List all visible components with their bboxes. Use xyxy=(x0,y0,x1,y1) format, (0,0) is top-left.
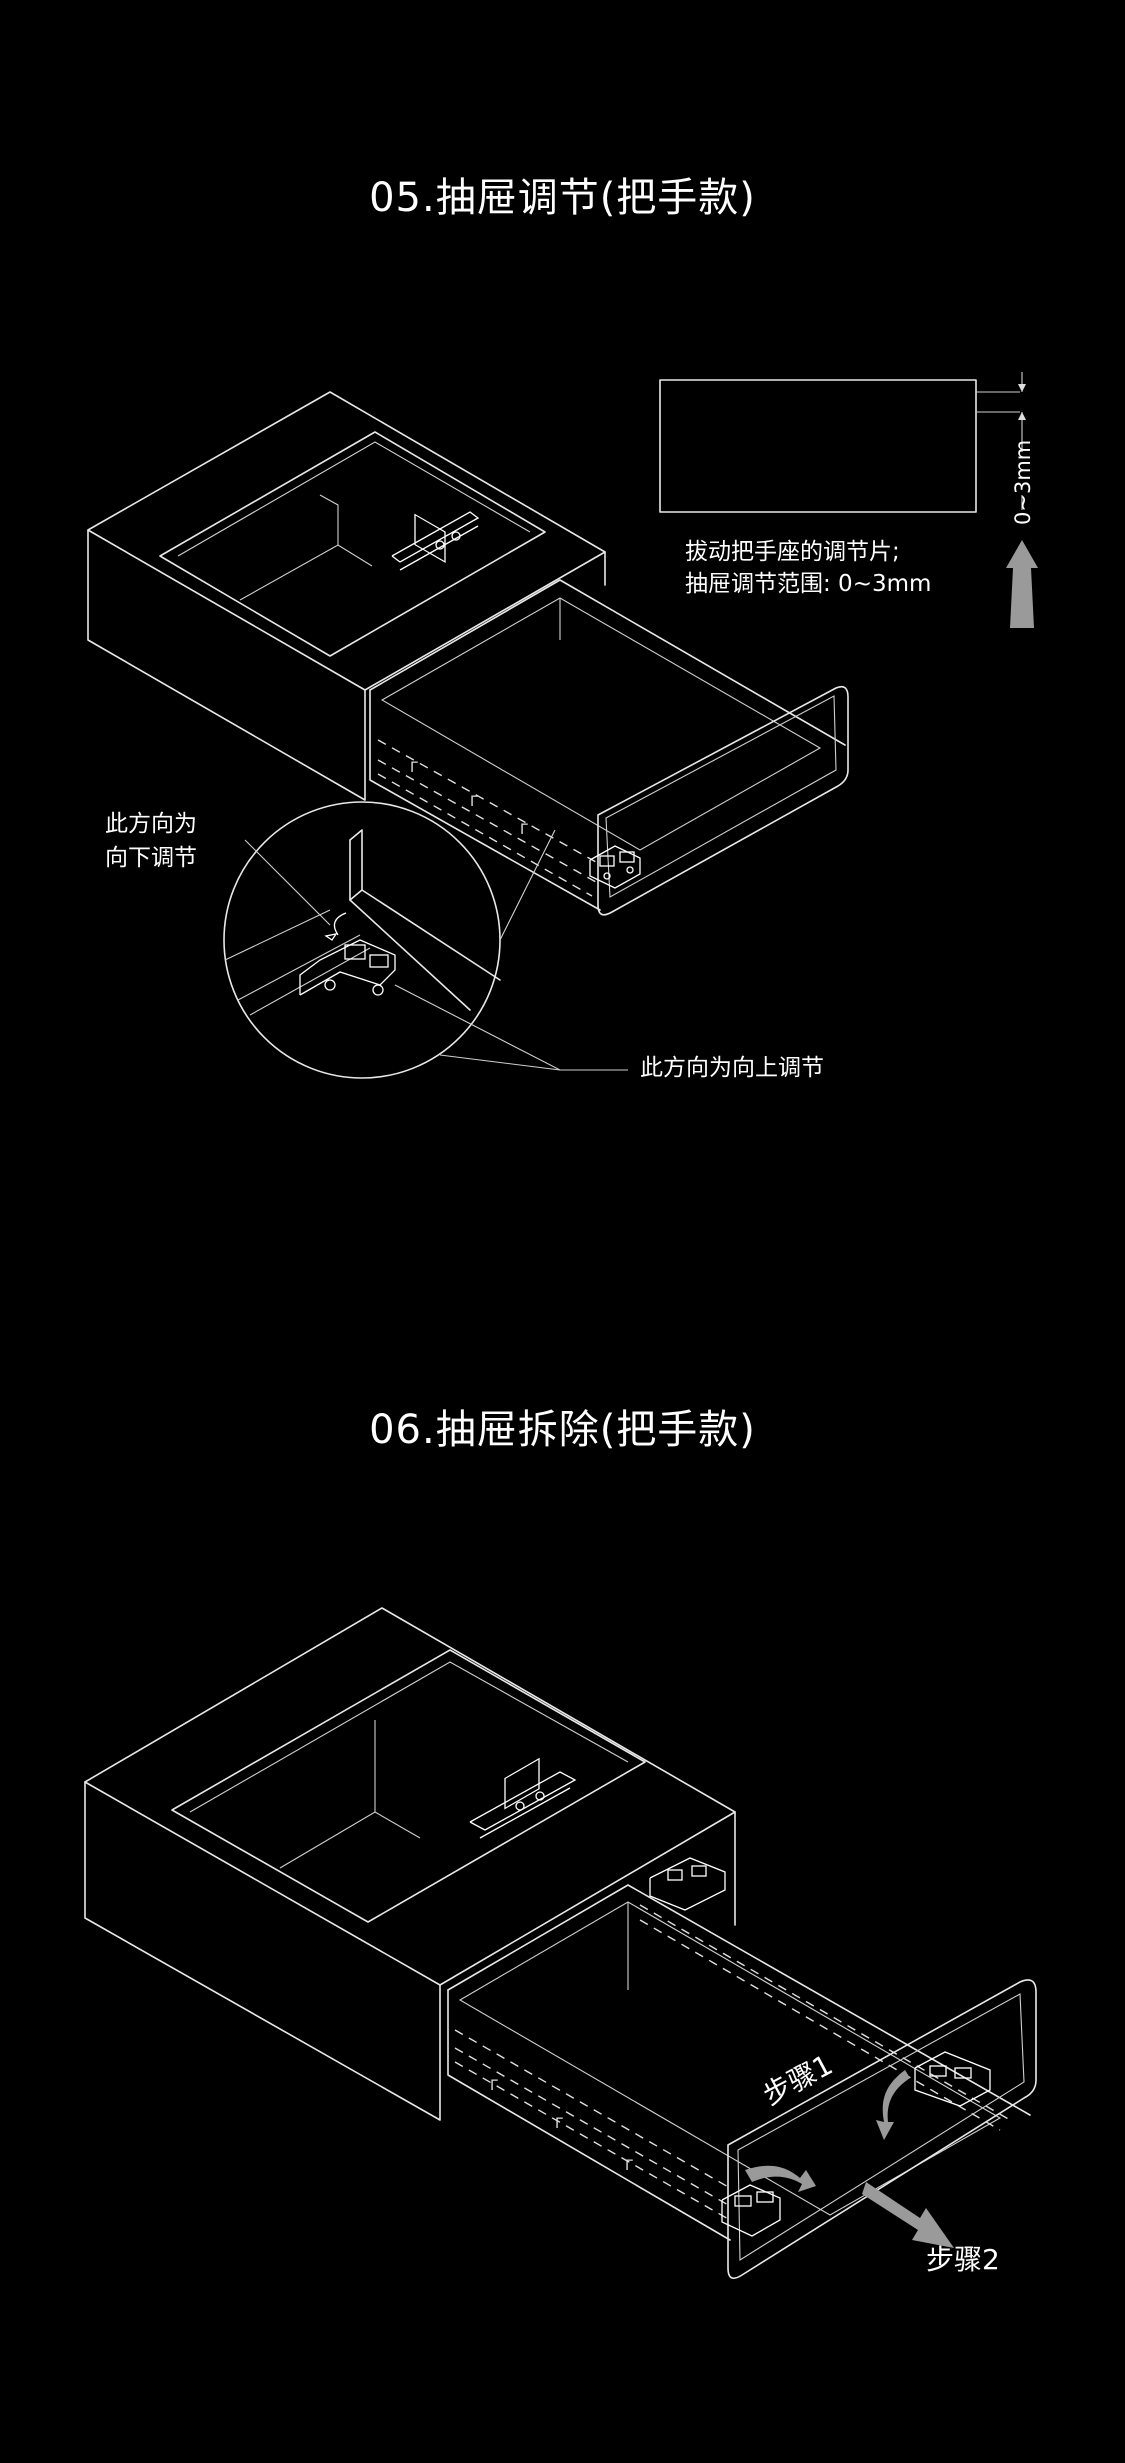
step1-arrow-down-icon xyxy=(876,2070,910,2140)
step2-label: 步骤2 xyxy=(926,2243,1000,2276)
callout-down-line1: 此方向为 xyxy=(105,811,197,837)
adjust-note-line2: 抽屉调节范围: 0~3mm xyxy=(685,571,932,597)
front-hardware-2 xyxy=(649,1857,991,2237)
section2-title: 06.抽屉拆除(把手款) xyxy=(369,1407,756,1453)
drawer-box-2: ᒥ ᒥ ᒥ xyxy=(447,1884,1037,2280)
svg-text:ᒥ: ᒥ xyxy=(470,794,478,810)
cabinet-body-2 xyxy=(84,1607,736,2121)
callout-up-leader xyxy=(394,984,628,1071)
up-arrow-icon xyxy=(1006,540,1038,628)
rear-slide-hardware xyxy=(391,511,480,571)
section1-title: 05.抽屉调节(把手款) xyxy=(369,175,756,221)
handle-seat-hardware xyxy=(589,845,641,889)
callout-down-line2: 向下调节 xyxy=(105,845,197,871)
drawer-adjust-diagram: ᒥ ᒥ ᒥ xyxy=(87,372,1038,1079)
callout-up: 此方向为向上调节 xyxy=(640,1055,824,1081)
rear-slide-hardware-2 xyxy=(469,1757,577,1839)
drawer-box: ᒥ ᒥ ᒥ xyxy=(369,579,849,916)
detail-magnifier xyxy=(223,801,561,1079)
step1-arrow-right-icon xyxy=(745,2165,816,2192)
cabinet-body xyxy=(87,391,606,801)
svg-text:ᒥ: ᒥ xyxy=(555,2116,563,2132)
svg-text:ᒥ: ᒥ xyxy=(410,760,418,776)
callout-down-leader xyxy=(244,839,331,926)
step2-arrow-icon xyxy=(862,2182,954,2248)
svg-text:ᒥ: ᒥ xyxy=(625,2158,633,2174)
adjust-note-line1: 拔动把手座的调节片; xyxy=(685,539,900,565)
adjustment-detail-panel xyxy=(659,372,1026,513)
svg-text:ᒥ: ᒥ xyxy=(520,822,528,838)
svg-text:ᒥ: ᒥ xyxy=(490,2078,498,2094)
